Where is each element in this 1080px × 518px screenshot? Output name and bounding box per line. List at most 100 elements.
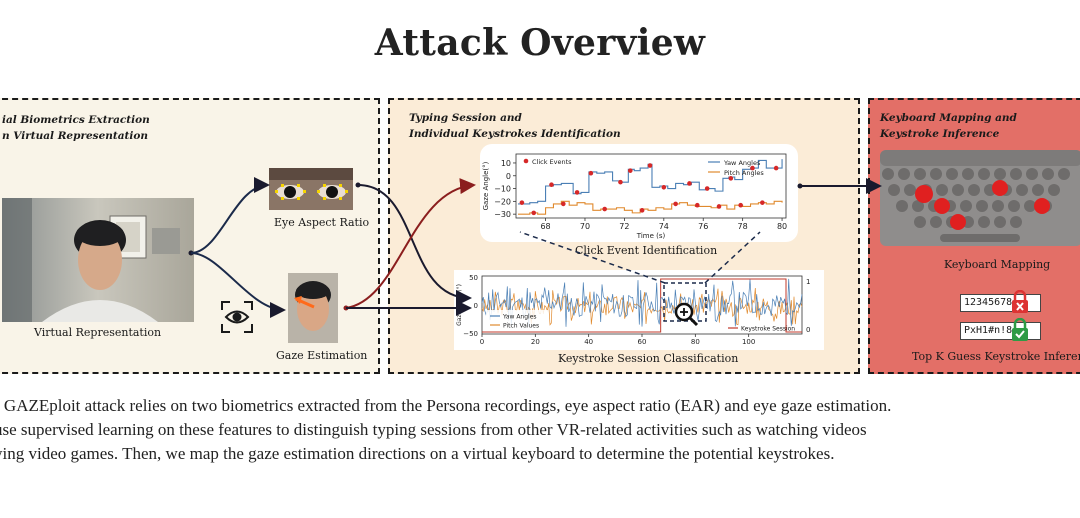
click-event-point bbox=[574, 190, 580, 195]
description-line: ying video games. Then, we map the gaze … bbox=[0, 444, 835, 463]
typing-title-line1: Typing Session and bbox=[409, 112, 522, 124]
yaw-angles-line bbox=[481, 278, 803, 327]
attack-description: r GAZEploit attack relies on two biometr… bbox=[0, 394, 1080, 466]
click-event-point bbox=[673, 201, 678, 207]
click-event-point bbox=[716, 204, 722, 209]
description-line: use supervised learning on these feature… bbox=[0, 420, 867, 439]
gaze-hit-marker bbox=[950, 214, 966, 230]
keyboard-key bbox=[936, 184, 948, 196]
biometrics-panel: ial Biometrics Extraction n Virtual Repr… bbox=[0, 98, 380, 374]
x-tick-label: 60 bbox=[638, 338, 647, 346]
pitch-values-line bbox=[481, 287, 803, 326]
legend-marker bbox=[523, 158, 529, 164]
keyboard-mapping-panel: Keyboard Mapping and Keystroke Inference… bbox=[868, 98, 1080, 374]
keyboard-key bbox=[992, 200, 1004, 212]
keyboard-key bbox=[896, 200, 908, 212]
virtual-representation-label: Virtual Representation bbox=[34, 326, 162, 339]
y-tick-label: −10 bbox=[494, 185, 511, 194]
keyboard-key bbox=[962, 168, 974, 180]
click-event-point bbox=[661, 184, 667, 190]
legend-label: Pitch Values bbox=[503, 323, 539, 330]
legend-box bbox=[486, 310, 548, 330]
keyboard-title-line1: Keyboard Mapping and bbox=[880, 112, 1017, 124]
y-tick-label: −30 bbox=[494, 210, 511, 219]
click-event-point bbox=[728, 176, 734, 181]
gaze-hit-marker bbox=[915, 185, 933, 203]
virtual-representation-image bbox=[2, 198, 194, 322]
lock-correct-icon bbox=[1012, 318, 1028, 341]
biometrics-title-line2: n Virtual Representation bbox=[2, 130, 149, 142]
y-tick-label: −20 bbox=[494, 197, 511, 206]
keyboard-mapping-label: Keyboard Mapping bbox=[944, 258, 1051, 271]
description-line: r GAZEploit attack relies on two biometr… bbox=[0, 396, 892, 415]
y2-tick-label: 1 bbox=[806, 278, 810, 286]
click-event-point bbox=[531, 210, 537, 216]
eye-target-icon bbox=[221, 301, 253, 333]
keyboard-key bbox=[978, 216, 990, 228]
keyboard-key bbox=[914, 168, 926, 180]
legend-label: Yaw Angles bbox=[502, 314, 537, 321]
page-title: Attack Overview bbox=[374, 22, 706, 64]
gaze-estimation-label: Gaze Estimation bbox=[276, 349, 368, 362]
click-event-label: Click Event Identification bbox=[575, 244, 718, 257]
x-axis-label: Time (s) bbox=[636, 232, 666, 240]
click-event-point bbox=[738, 202, 743, 208]
keyboard-key bbox=[952, 184, 964, 196]
keyboard-key bbox=[994, 216, 1006, 228]
keyboard-key bbox=[1058, 168, 1070, 180]
gaze-hit-marker bbox=[934, 198, 950, 214]
keyboard-key bbox=[1008, 200, 1020, 212]
x-tick-label: 80 bbox=[777, 222, 787, 231]
x-tick-label: 70 bbox=[580, 222, 590, 231]
keyboard-key bbox=[898, 168, 910, 180]
virtual-keyboard-image bbox=[880, 150, 1080, 246]
click-event-point bbox=[549, 182, 554, 188]
y-axis-label: Gaze Angle(°) bbox=[456, 284, 463, 326]
y2-tick-label: 0 bbox=[806, 326, 810, 334]
eye-aspect-ratio-label: Eye Aspect Ratio bbox=[274, 216, 370, 229]
y-tick-label: 0 bbox=[474, 302, 478, 310]
keyboard-key bbox=[930, 168, 942, 180]
typing-session-panel-title: Typing Session and Individual Keystrokes… bbox=[409, 110, 621, 142]
keyboard-key bbox=[994, 168, 1006, 180]
keyboard-key bbox=[888, 184, 900, 196]
keystroke-session-label: Keystroke Session Classification bbox=[558, 352, 739, 365]
keyboard-key bbox=[882, 168, 894, 180]
typing-session-panel: Typing Session and Individual Keystrokes… bbox=[388, 98, 860, 374]
y-tick-label: 10 bbox=[501, 159, 511, 168]
series-line bbox=[517, 159, 783, 205]
x-tick-label: 68 bbox=[540, 222, 550, 231]
keyboard-key bbox=[946, 168, 958, 180]
click-event-point bbox=[639, 208, 645, 213]
keyboard-key bbox=[1032, 184, 1044, 196]
x-tick-label: 20 bbox=[531, 338, 540, 346]
typing-title-line2: Individual Keystrokes Identification bbox=[409, 128, 621, 140]
keyboard-key bbox=[1016, 184, 1028, 196]
eye-aspect-ratio-image bbox=[269, 168, 353, 210]
y-tick-label: 50 bbox=[469, 274, 478, 282]
lock-wrong-icon bbox=[1012, 290, 1028, 313]
click-event-point bbox=[695, 202, 700, 208]
keyboard-key bbox=[1024, 200, 1036, 212]
keyboard-key bbox=[904, 184, 916, 196]
click-event-chart-background bbox=[480, 144, 798, 242]
keyboard-key bbox=[1010, 168, 1022, 180]
click-event-point bbox=[647, 163, 653, 168]
keyboard-key bbox=[1048, 184, 1060, 196]
click-event-point bbox=[687, 181, 692, 186]
click-event-point bbox=[519, 200, 525, 205]
y-tick-label: −50 bbox=[463, 330, 478, 338]
keyboard-key bbox=[914, 216, 926, 228]
keyboard-key bbox=[912, 200, 924, 212]
keyboard-panel-title: Keyboard Mapping and Keystroke Inference bbox=[880, 110, 1017, 142]
click-event-point bbox=[588, 170, 594, 176]
x-tick-label: 0 bbox=[480, 338, 484, 346]
click-event-point bbox=[602, 206, 607, 212]
gaze-estimation-image bbox=[288, 273, 338, 343]
keyboard-spacebar bbox=[940, 234, 1020, 242]
legend-label: Yaw Angles bbox=[723, 159, 761, 167]
keyboard-key bbox=[968, 184, 980, 196]
keyboard-key bbox=[960, 200, 972, 212]
keyboard-key bbox=[978, 168, 990, 180]
